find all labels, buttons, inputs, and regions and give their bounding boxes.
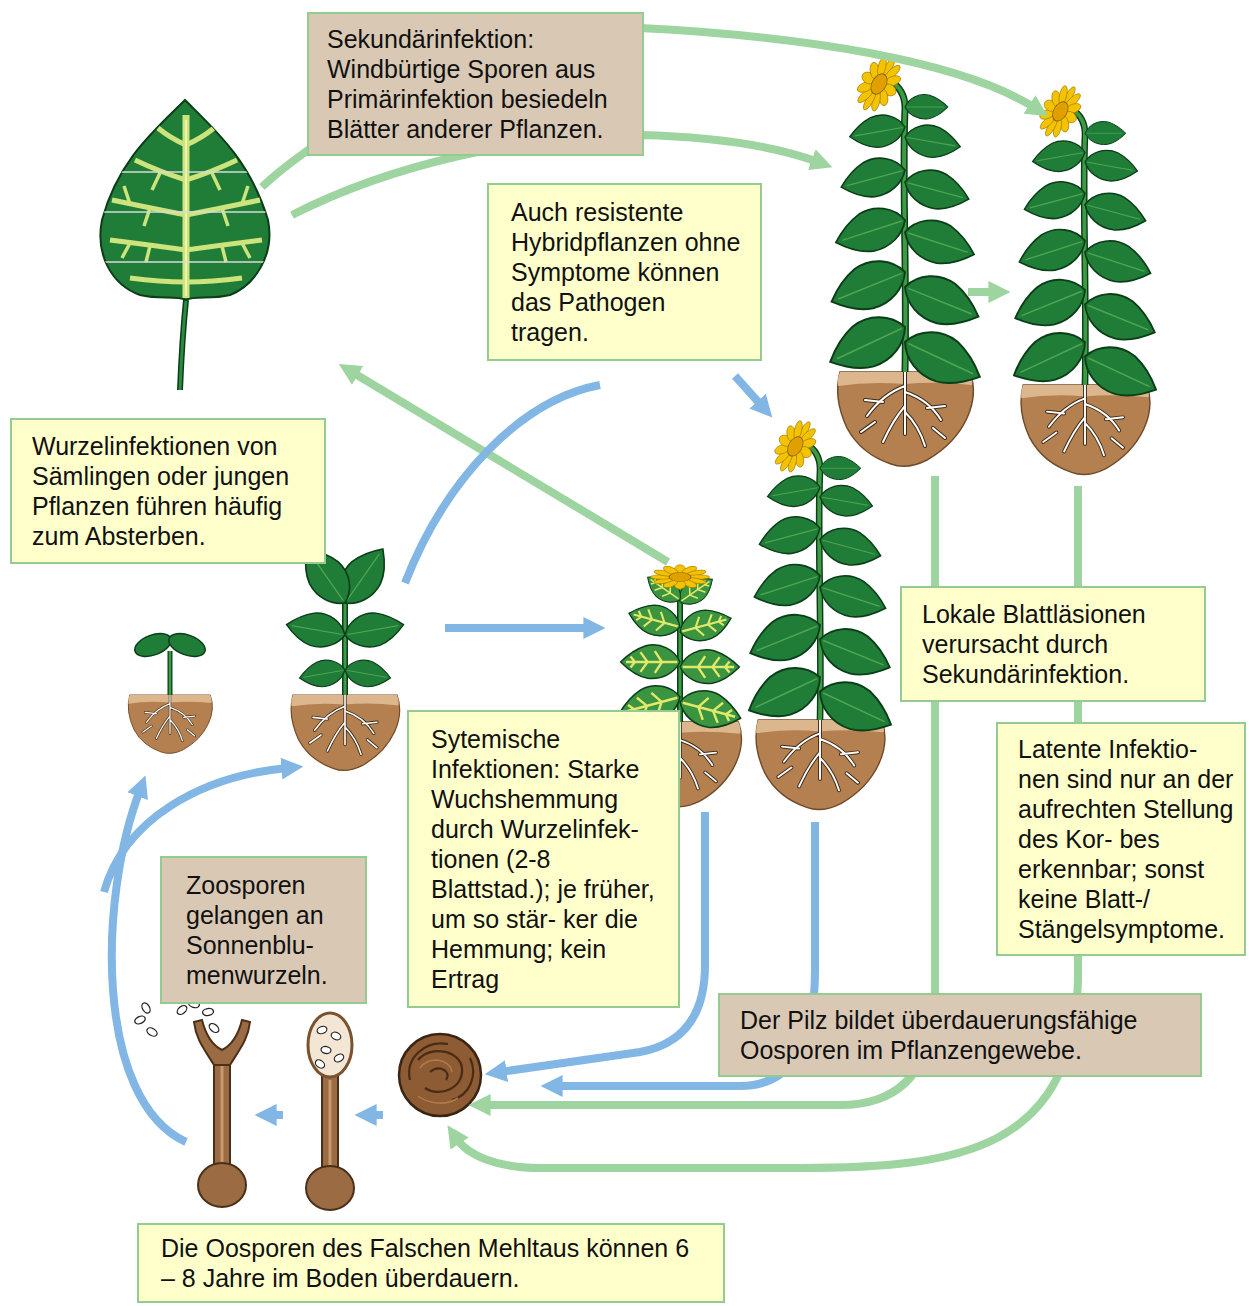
sunflower-plant xyxy=(739,413,900,744)
young-sunflower xyxy=(342,608,406,651)
young-sunflower xyxy=(284,608,348,651)
node-text: Sekundärinfektion: Windbürtige Sporen au… xyxy=(327,24,624,144)
infected-leaf xyxy=(95,100,275,390)
zoospore xyxy=(134,1015,147,1026)
node-text: Lokale Blattläsionen verursacht durch Se… xyxy=(922,599,1184,689)
note-box: Latente Infektio- nen sind nur an der au… xyxy=(996,722,1246,956)
blue-cycle-arrow xyxy=(735,376,762,406)
infected-sunflower xyxy=(621,645,680,679)
zoospore xyxy=(202,1008,214,1017)
note-box: Wurzelinfektionen von Sämlingen oder jun… xyxy=(10,418,326,564)
oospore xyxy=(409,1043,473,1100)
sporangium xyxy=(306,1013,354,1210)
infected-sunflower xyxy=(676,604,735,647)
open-sporangium xyxy=(194,1020,250,1207)
open-sporangium xyxy=(214,1060,230,1168)
sporangium xyxy=(330,1031,342,1042)
note-box: Die Oosporen des Falschen Mehltaus könne… xyxy=(137,1223,725,1303)
node-text: Wurzelinfektionen von Sämlingen oder jun… xyxy=(32,431,304,551)
infected-sunflower xyxy=(650,565,709,589)
oospore xyxy=(399,1034,481,1116)
infected-sunflower xyxy=(680,650,739,684)
node-text: Latente Infektio- nen sind nur an der au… xyxy=(1018,734,1234,944)
soil-clump xyxy=(291,695,400,770)
sporangium xyxy=(329,1080,332,1168)
infected-sunflower xyxy=(625,599,684,642)
green-cycle-arrow xyxy=(352,372,668,562)
zoospore xyxy=(208,1022,221,1034)
info-box: Sekundärinfektion: Windbürtige Sporen au… xyxy=(307,12,644,156)
infected-leaf xyxy=(180,300,186,390)
soil-clump xyxy=(838,372,974,466)
sporangium xyxy=(316,1025,328,1035)
soil-clump xyxy=(756,720,885,810)
blue-cycle-arrow xyxy=(445,624,590,632)
zoospore xyxy=(145,1026,158,1038)
node-text: Die Oosporen des Falschen Mehltaus könne… xyxy=(161,1233,693,1293)
blue-cycle-arrow xyxy=(270,1111,283,1119)
sunflower-plant xyxy=(820,49,990,398)
sporangium xyxy=(320,1046,331,1055)
seedling xyxy=(168,651,173,695)
infected-leaf xyxy=(95,115,275,298)
note-box: Auch resistente Hybridpflanzen ohne Symp… xyxy=(487,183,762,361)
node-text: Der Pilz bildet überdauerungsfähige Oosp… xyxy=(740,1005,1182,1065)
info-box: Der Pilz bildet überdauerungsfähige Oosp… xyxy=(718,993,1202,1077)
seedling xyxy=(132,629,175,661)
young-sunflower xyxy=(343,657,393,691)
soil-clump xyxy=(128,695,212,753)
green-cycle-arrow xyxy=(968,288,995,296)
node-text: Sytemische Infektionen: Starke Wuchshemm… xyxy=(431,724,658,994)
oospore xyxy=(418,1060,458,1103)
seedling xyxy=(166,629,209,661)
infected-leaf xyxy=(100,100,269,300)
soil-clump xyxy=(1021,385,1150,475)
node-text: Zoosporen gelangen an Sonnenblu- menwurz… xyxy=(186,870,347,990)
node-text: Auch resistente Hybridpflanzen ohne Symp… xyxy=(511,197,742,347)
blue-cycle-arrow xyxy=(405,385,600,583)
zoospore xyxy=(134,999,221,1038)
sporangium xyxy=(306,1166,354,1210)
note-box: Sytemische Infektionen: Starke Wuchshemm… xyxy=(407,710,680,1008)
sporangium xyxy=(314,1058,326,1069)
seedling xyxy=(169,651,172,695)
note-box: Lokale Blattläsionen verursacht durch Se… xyxy=(900,586,1206,702)
open-sporangium xyxy=(194,1020,250,1065)
young-sunflower xyxy=(342,600,348,695)
infected-leaf xyxy=(180,300,186,390)
open-sporangium xyxy=(221,1064,224,1166)
young-sunflower xyxy=(344,600,347,695)
blue-cycle-arrow xyxy=(370,1111,383,1119)
infected-leaf xyxy=(185,120,187,296)
sunflower-plant xyxy=(1004,78,1165,409)
sporangium xyxy=(308,1013,352,1077)
infected-leaf xyxy=(95,172,275,262)
sporangium xyxy=(333,1052,345,1063)
open-sporangium xyxy=(198,1163,246,1207)
oospore xyxy=(399,1034,481,1116)
young-sunflower xyxy=(297,657,347,691)
zoospore xyxy=(140,1001,152,1014)
info-box: Zoosporen gelangen an Sonnenblu- menwurz… xyxy=(160,856,367,1004)
zoospore xyxy=(176,1004,189,1016)
seedling xyxy=(132,629,209,695)
infected-sunflower xyxy=(675,685,745,735)
sporangium xyxy=(322,1076,338,1172)
